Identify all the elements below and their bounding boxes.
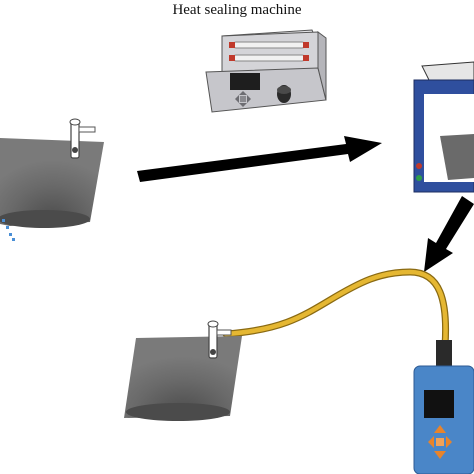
sealed-bag-bottom bbox=[124, 320, 242, 421]
pressure-meter bbox=[413, 340, 474, 474]
dpad-icon bbox=[235, 91, 251, 107]
meter-screen bbox=[424, 390, 454, 418]
heater-bars bbox=[229, 41, 309, 62]
arrow-right-icon bbox=[137, 136, 382, 182]
test-chamber bbox=[413, 61, 474, 193]
machine-screen bbox=[230, 73, 260, 90]
heat-sealing-machine bbox=[205, 29, 327, 113]
indicator-green bbox=[416, 175, 422, 181]
connecting-tube bbox=[222, 268, 450, 350]
dpad-icon bbox=[428, 425, 452, 459]
arrow-down-left-icon bbox=[424, 196, 474, 272]
sealed-bag-left bbox=[0, 118, 104, 241]
leak-dots bbox=[2, 219, 15, 241]
machine-caption: Heat sealing machine bbox=[172, 2, 302, 18]
indicator-red bbox=[416, 163, 422, 169]
